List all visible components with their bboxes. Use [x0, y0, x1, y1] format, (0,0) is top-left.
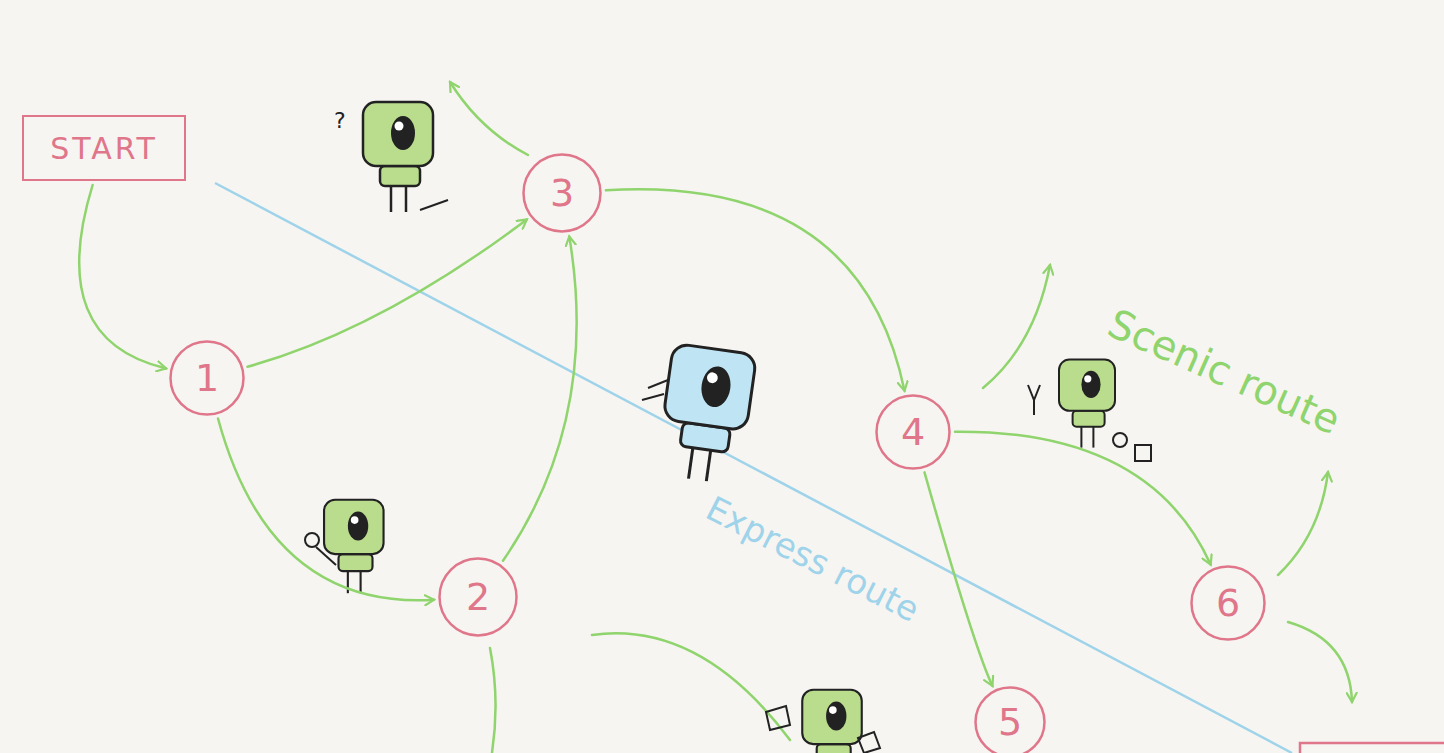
end-box	[1300, 743, 1444, 753]
route-label: Scenic route	[1101, 300, 1347, 443]
route-arrow	[955, 432, 1211, 565]
robot	[324, 500, 384, 594]
node-text: 1	[195, 356, 219, 400]
route-arrow	[247, 219, 526, 366]
route-arrow	[606, 189, 905, 391]
node-text: 5	[998, 700, 1022, 744]
express-robot	[655, 343, 757, 485]
step-circle: 2	[438, 557, 518, 637]
step-circle: 1	[169, 340, 245, 416]
route-arrow	[79, 185, 166, 368]
node-text: 3	[550, 171, 574, 215]
step-circle: 4	[875, 394, 951, 470]
step-circle: 6	[1190, 565, 1266, 641]
node-text: START	[50, 131, 158, 166]
step-circle: 5	[974, 686, 1046, 753]
loose-arrows	[450, 82, 1352, 753]
step-circle: 3	[522, 153, 602, 233]
express-line	[215, 183, 1292, 753]
robot	[363, 102, 433, 212]
route-arrow	[218, 419, 434, 601]
route-label: ?	[334, 108, 346, 133]
robot	[802, 690, 862, 753]
node-text: 4	[901, 410, 925, 454]
route-label: Express route	[700, 488, 926, 630]
robot	[1059, 360, 1115, 448]
route-arrow	[503, 236, 577, 560]
node-text: 2	[466, 575, 490, 619]
route-arrow	[924, 472, 992, 686]
start-box: START	[22, 115, 186, 181]
node-text: 6	[1216, 581, 1240, 625]
